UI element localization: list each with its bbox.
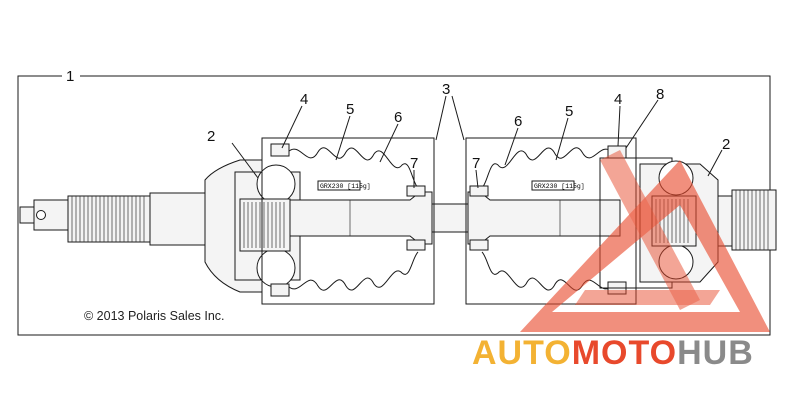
callout-5-right: 5	[565, 103, 573, 120]
callout-1: 1	[66, 68, 74, 85]
assembly-frame	[17, 75, 771, 336]
callout-2-left: 2	[207, 128, 215, 145]
leader-lines	[231, 95, 723, 189]
callout-2-right: 2	[722, 136, 730, 153]
callout-7-right: 7	[472, 155, 480, 172]
watermark-auto: AUTO	[472, 334, 572, 372]
watermark-text: AUTOMOTOHUB	[472, 334, 754, 372]
left-boot: GRX230 [115g]	[270, 143, 426, 297]
copyright-notice: © 2013 Polaris Sales Inc.	[84, 309, 225, 323]
watermark-logo	[520, 150, 770, 332]
callout-3: 3	[442, 81, 450, 98]
callout-5-left: 5	[346, 101, 354, 118]
callout-4-right: 4	[614, 91, 622, 108]
right-boot-label: GRX230 [115g]	[534, 183, 585, 190]
left-boot-kit-box	[261, 137, 435, 305]
watermark-hub: HUB	[677, 334, 754, 372]
callout-8: 8	[656, 86, 664, 103]
axle-shaft	[289, 191, 621, 245]
watermark-triangle-icon	[520, 160, 770, 332]
callout-7-left: 7	[410, 155, 418, 172]
callout-6-right: 6	[514, 113, 522, 130]
watermark-moto: MOTO	[572, 334, 677, 372]
left-outer-cv-joint	[19, 159, 301, 293]
callout-4-left: 4	[300, 91, 308, 108]
callout-6-left: 6	[394, 109, 402, 126]
left-boot-label: GRX230 [115g]	[320, 183, 371, 190]
right-boot: GRX230 [115g]	[469, 145, 627, 295]
